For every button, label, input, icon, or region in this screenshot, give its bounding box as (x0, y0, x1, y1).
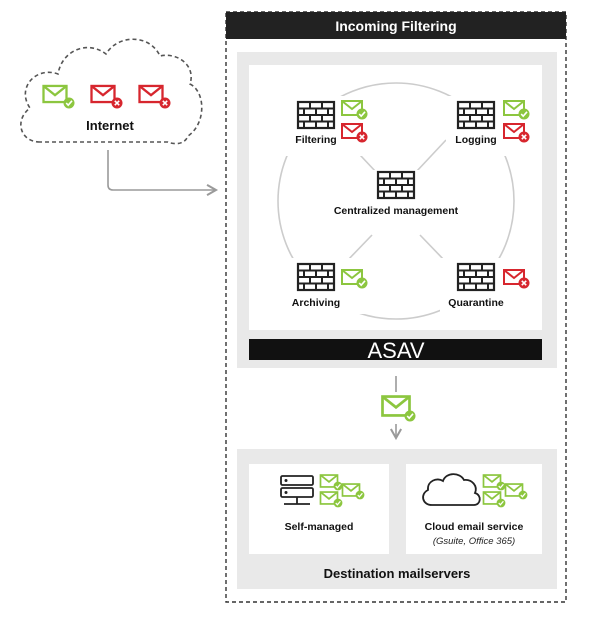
link-line (419, 234, 447, 263)
cloud-icon (422, 473, 481, 506)
cloud-email-label: Cloud email service (425, 521, 524, 533)
header-title: Incoming Filtering (335, 18, 456, 34)
cloud-email-card (406, 464, 542, 554)
header-bar (226, 12, 566, 39)
node-filtering-label: Filtering (295, 134, 336, 146)
ok-envelope-icon (381, 395, 417, 423)
firewall-icon (296, 262, 336, 292)
asav-label: ASAV (367, 338, 424, 363)
firewall-icon (456, 100, 496, 130)
firewall-icon (456, 262, 496, 292)
firewall-icon (376, 170, 416, 200)
asav-bar (249, 339, 542, 360)
link-line (345, 234, 373, 263)
self-managed-label: Self-managed (285, 521, 354, 533)
node-archiving-label: Archiving (292, 297, 340, 309)
destination-title: Destination mailservers (324, 566, 471, 581)
firewall-icon (296, 100, 336, 130)
ring (277, 82, 515, 320)
server-icon (280, 475, 314, 505)
self-managed-card (249, 464, 389, 554)
node-logging-label: Logging (455, 134, 496, 146)
node-central-label: Centralized management (334, 205, 459, 217)
internet-to-filter-arrow (107, 150, 219, 197)
node-quarantine-label: Quarantine (448, 297, 504, 309)
internet-label: Internet (86, 118, 134, 133)
link-line (415, 139, 447, 173)
cloud-email-sublabel: (Gsuite, Office 365) (433, 536, 515, 547)
